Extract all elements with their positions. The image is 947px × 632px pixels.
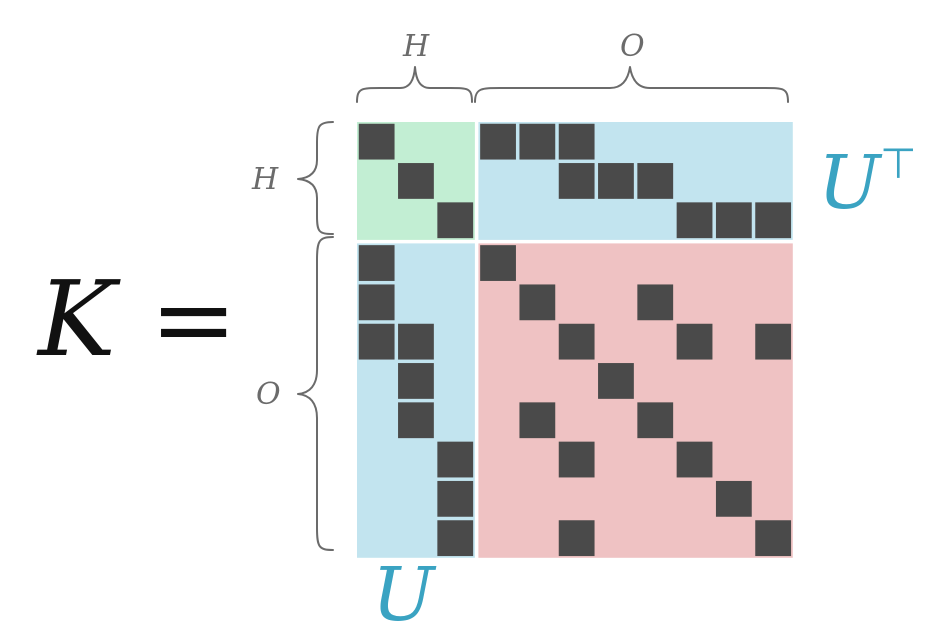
matrix-filled-cell (637, 402, 674, 439)
matrix-filled-cell (398, 163, 434, 199)
matrix-filled-cell (598, 163, 634, 199)
left-label-hidden: H (251, 162, 279, 197)
matrix-filled-cell (676, 202, 713, 239)
matrix-filled-cell (398, 323, 434, 360)
left-brace-observed (297, 236, 334, 551)
matrix-filled-cell (519, 284, 556, 321)
matrix-filled-cell (358, 323, 395, 360)
matrix-filled-cell (480, 123, 516, 160)
matrix-filled-cell (558, 520, 595, 557)
top-brace-hidden (356, 66, 473, 103)
kernel-matrix (357, 122, 793, 558)
matrix-filled-cell (437, 480, 474, 517)
matrix-filled-cell (637, 163, 674, 199)
matrix-symbol-k: K (36, 258, 121, 380)
matrix-filled-cell (437, 202, 474, 239)
equals-sign: = (150, 258, 237, 380)
matrix-filled-cell (558, 323, 595, 360)
matrix-filled-cell (598, 363, 634, 399)
matrix-filled-cell (755, 323, 792, 360)
matrix-filled-cell (558, 441, 595, 478)
matrix-filled-cell (558, 163, 595, 199)
top-label-hidden: H (402, 29, 430, 64)
top-label-observed: O (620, 29, 645, 64)
u-transpose-label: U (818, 140, 883, 226)
matrix-filled-cell (398, 402, 434, 439)
matrix-filled-cell (715, 202, 752, 239)
matrix-filled-cell (437, 441, 474, 478)
matrix-filled-cell (755, 202, 792, 239)
matrix-filled-cell (558, 123, 595, 160)
matrix-filled-cell (358, 245, 395, 281)
matrix-filled-cell (676, 323, 713, 360)
matrix-filled-cell (676, 441, 713, 478)
left-brace-hidden (297, 121, 334, 235)
matrix-filled-cell (398, 363, 434, 399)
matrix-filled-cell (480, 245, 516, 281)
matrix-filled-cell (358, 123, 395, 160)
matrix-filled-cell (519, 123, 556, 160)
matrix-filled-cell (358, 284, 395, 321)
matrix-filled-cell (755, 520, 792, 557)
matrix-filled-cell (437, 520, 474, 557)
matrix-filled-cell (715, 480, 752, 517)
u-transpose-base: U (818, 140, 883, 226)
matrix-filled-cell (519, 402, 556, 439)
matrix-filled-cell (637, 284, 674, 321)
transpose-superscript: ⊤ (880, 139, 917, 188)
u-label: U (372, 552, 437, 632)
top-brace-observed (474, 66, 789, 103)
left-label-observed: O (256, 377, 281, 412)
